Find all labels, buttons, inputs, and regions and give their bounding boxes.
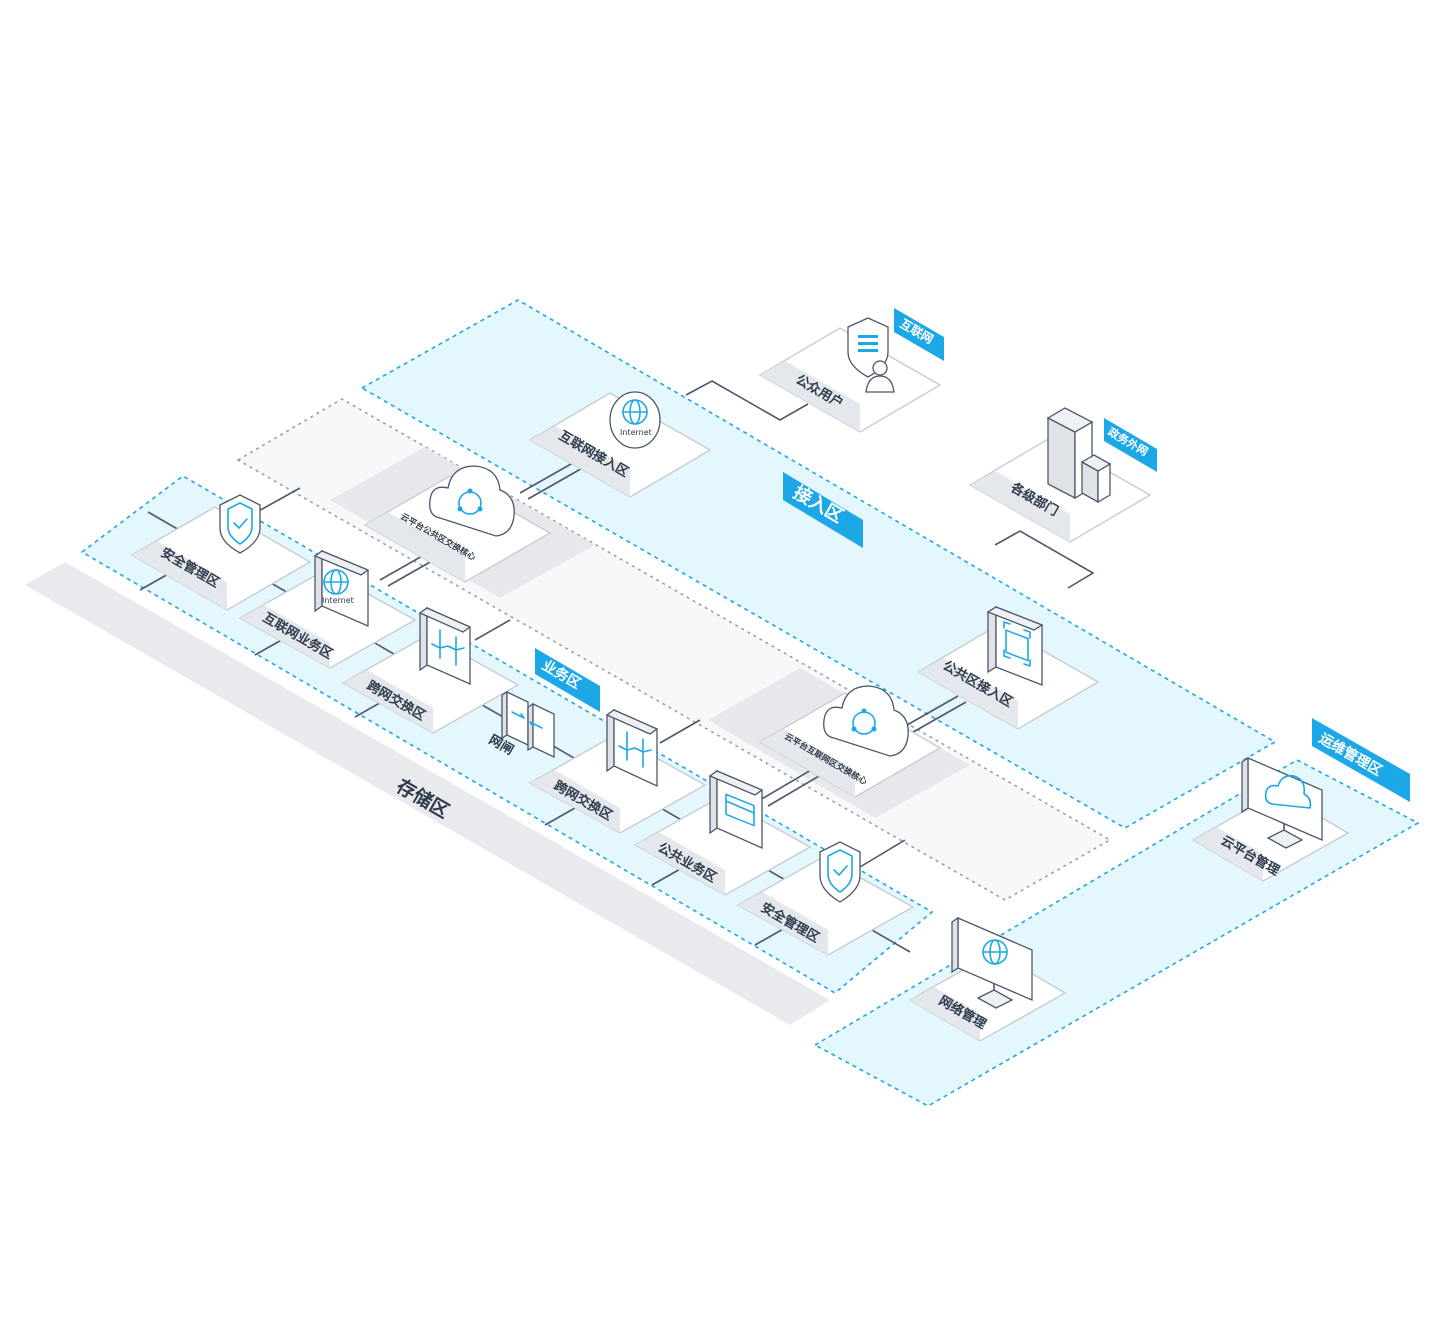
security-user-icon	[847, 317, 895, 393]
node-internet-business[interactable]: 互联网业务区 Internet	[238, 549, 417, 669]
internet-globe-text: Internet	[322, 596, 354, 605]
monitor-globe-icon	[951, 916, 1033, 1009]
cloud-icon	[823, 685, 909, 757]
briefcase-icon	[708, 769, 764, 850]
exchange-switch-icon	[418, 606, 472, 685]
internet-globe-text: Internet	[620, 428, 652, 437]
node-public-access[interactable]: 公共区接入区	[916, 605, 1100, 730]
internet-tag: 互联网	[894, 308, 944, 361]
internet-globe-icon: Internet	[609, 391, 661, 449]
node-cross-exchange-2[interactable]: 跨网交换区	[528, 708, 707, 834]
monitor-cloud-icon	[1241, 756, 1323, 849]
shield-icon	[819, 841, 861, 903]
cloud-icon	[429, 465, 515, 537]
node-sec-mgmt-left[interactable]: 安全管理区	[130, 494, 312, 611]
node-cross-exchange-1[interactable]: 跨网交换区	[341, 606, 520, 734]
gateway-icon	[501, 690, 555, 759]
node-cloud-mgmt[interactable]: 云平台管理	[1191, 756, 1350, 882]
node-net-mgmt[interactable]: 网络管理	[908, 916, 1067, 1042]
access-device-icon	[986, 605, 1044, 686]
node-public-users[interactable]: 公众用户	[758, 317, 942, 433]
node-cloud-internet-core[interactable]: 云平台互联网区交换核心	[758, 685, 942, 798]
node-sec-mgmt-right[interactable]: 安全管理区	[736, 841, 915, 956]
building-icon	[1046, 407, 1112, 504]
gov-extranet-tag: 政务外网	[1104, 418, 1157, 472]
node-cloud-public-core[interactable]: 云平台公共区交换核心	[363, 465, 552, 583]
internet-server-icon: Internet	[313, 549, 370, 627]
exchange-switch-icon	[605, 708, 659, 788]
shield-icon	[219, 494, 261, 554]
node-internet-access[interactable]: 互联网接入区 Internet	[528, 391, 712, 498]
node-all-departments[interactable]: 各级部门	[968, 407, 1152, 543]
node-public-business[interactable]: 公共业务区	[633, 769, 812, 896]
